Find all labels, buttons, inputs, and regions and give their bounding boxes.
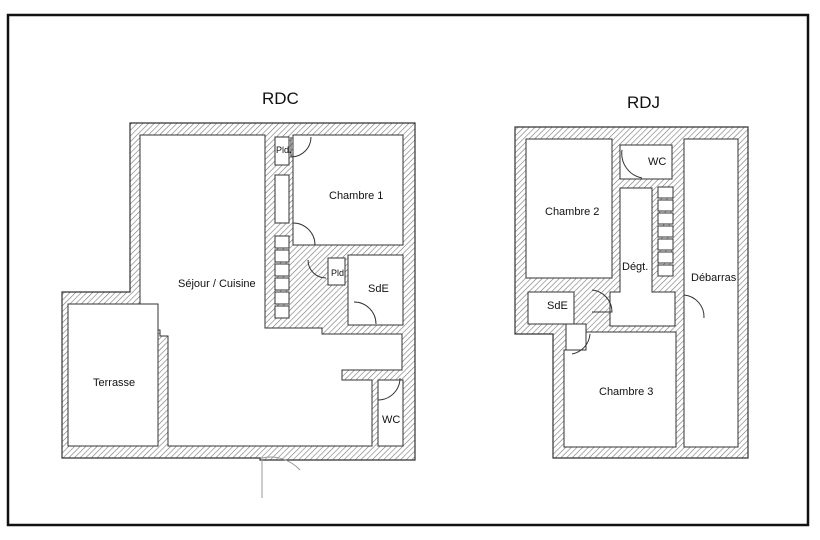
rdc-door-pld (290, 136, 312, 158)
rdc-title: RDC (262, 89, 299, 108)
rdj-debarras-area (683, 138, 739, 448)
rdc-room-wc: WC (382, 414, 400, 426)
rdc-door-pld-mid (307, 259, 327, 279)
rdj-wc-area (619, 144, 673, 180)
rdj-stairs (657, 186, 674, 277)
plan-rdc: RDC Pld. Chambre 1 Pld SdE Séjour / Cuis… (61, 89, 416, 498)
rdc-room-pld-mid: Pld (331, 268, 344, 278)
rdc-room-pld-top: Pld. (276, 145, 292, 155)
rdj-room-debarras: Débarras (691, 272, 737, 284)
rdj-sde-area (527, 291, 575, 325)
rdc-door-wc (377, 377, 401, 401)
rdc-room-sde: SdE (368, 283, 389, 295)
rdj-room-chambre3: Chambre 3 (599, 386, 653, 398)
plan-rdj: RDJ WC Chambre 2 Dégt. Débarras SdE Cham… (514, 93, 749, 459)
rdc-closet (274, 174, 290, 224)
page-border (6, 13, 810, 527)
rdc-chambre1-area (292, 134, 404, 246)
rdj-room-sde: SdE (547, 300, 568, 312)
rdj-room-wc: WC (648, 156, 666, 168)
rdj-room-chambre2: Chambre 2 (545, 206, 599, 218)
rdj-title: RDJ (627, 93, 660, 112)
rdc-room-chambre1: Chambre 1 (329, 190, 383, 202)
rdc-terrasse-area (67, 303, 159, 447)
rdj-chambre3-area (563, 331, 677, 448)
rdc-pld-mid-area (327, 257, 346, 286)
rdj-degt-area (609, 187, 676, 327)
rdj-door-debarras (683, 294, 705, 319)
rdc-pld-top-area (274, 136, 290, 166)
rdj-door-sde (591, 289, 613, 313)
rdc-sejour-area (139, 134, 403, 447)
rdj-chambre2-area (525, 138, 613, 279)
rdj-sde-nook (565, 323, 587, 351)
rdc-door-chambre1 (292, 222, 316, 246)
rdj-room-degt: Dégt. (622, 261, 648, 273)
rdj-door-wc (621, 149, 643, 179)
rdc-wc-area (377, 379, 404, 447)
rdc-room-sejour: Séjour / Cuisine (178, 278, 256, 290)
rdj-door-chambre3 (571, 333, 591, 355)
rdc-door-sde (353, 301, 377, 325)
rdc-sde-area (347, 254, 404, 326)
rdc-stairs (274, 235, 290, 319)
rdc-room-terrasse: Terrasse (93, 377, 135, 389)
rdc-door-entry (261, 456, 301, 498)
